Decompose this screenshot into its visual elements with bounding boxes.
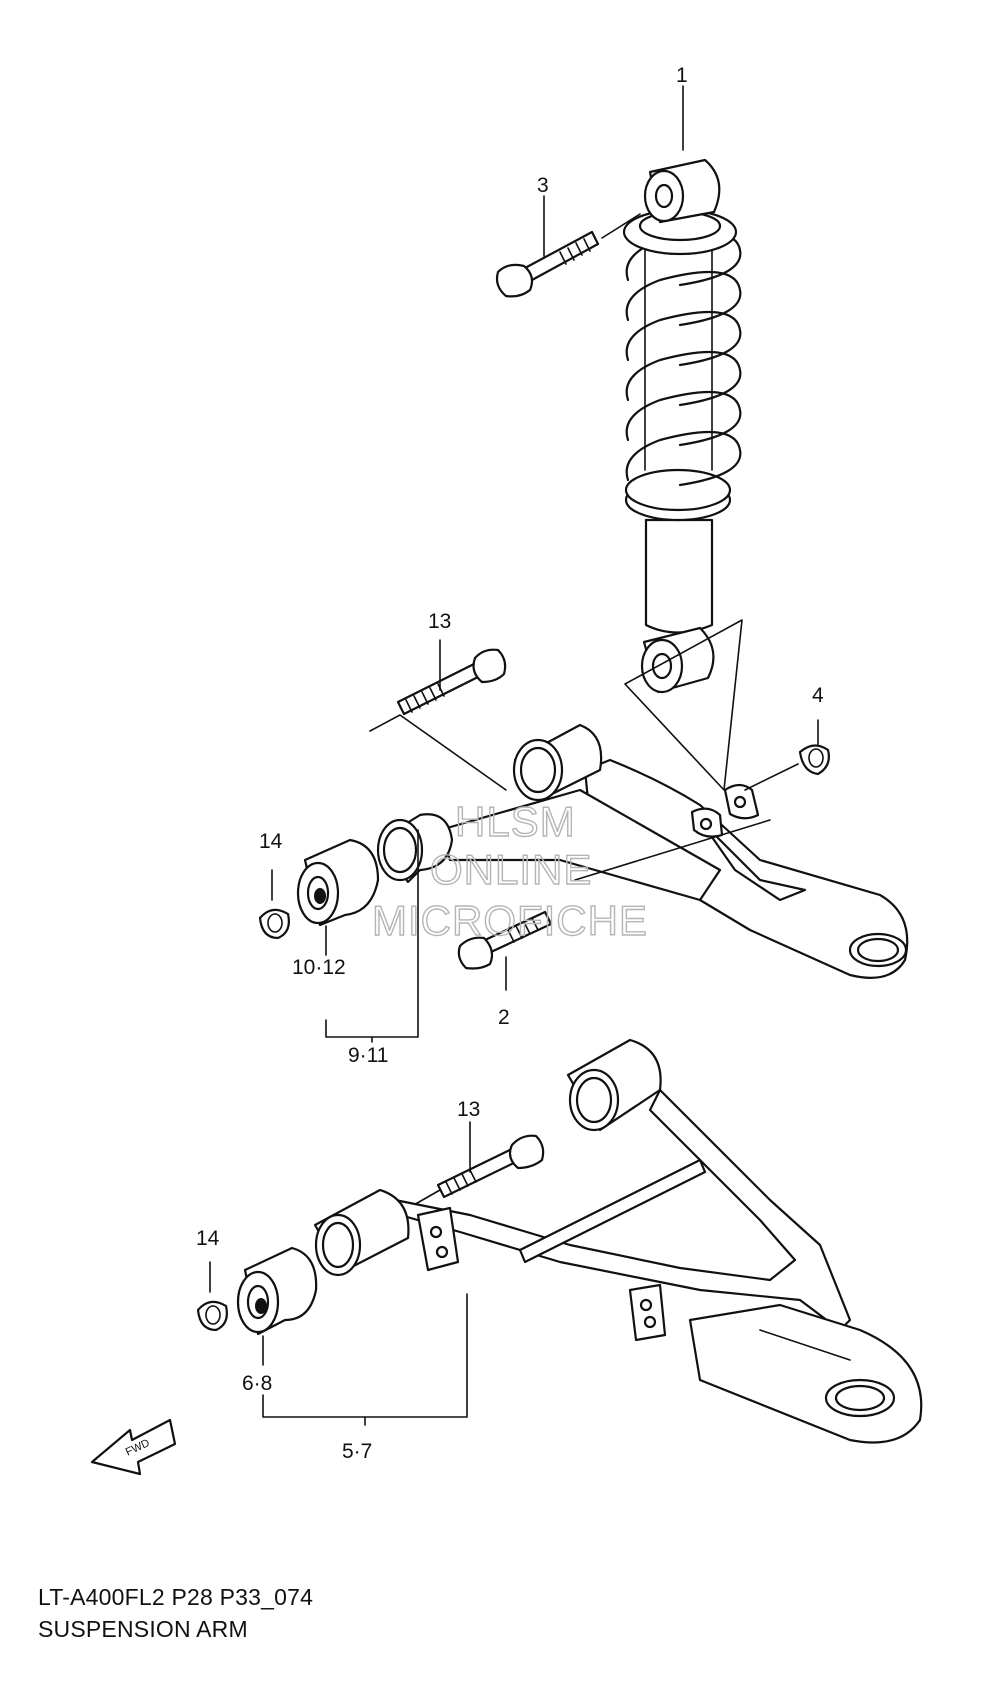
coil-spring	[625, 231, 742, 487]
watermark-line-2: ONLINE	[430, 846, 592, 893]
watermark-line-3: MICROFICHE	[372, 897, 648, 944]
callout-14-upper: 14	[259, 830, 283, 853]
callout-6-8: 6·8	[242, 1372, 272, 1395]
diagram-code: LT-A400FL2 P28 P33_074	[38, 1584, 314, 1610]
upper-a-arm	[376, 723, 909, 979]
bolt-part-13-upper	[396, 648, 507, 716]
bolt-part-13-lower	[436, 1121, 545, 1199]
nut-part-14-lower	[196, 1261, 228, 1332]
bushing-part-10-12	[296, 838, 380, 927]
bushing-part-6-8	[236, 1246, 318, 1336]
callout-labels: 1 3 13 4 14 10·12 2 9·11 13 14 6·8 5·7	[196, 64, 824, 1463]
bolt-part-2	[457, 910, 553, 970]
diagram-title: SUSPENSION ARM	[38, 1616, 248, 1642]
reference-line-bolt13	[369, 714, 507, 791]
callout-4: 4	[812, 684, 824, 707]
callout-2: 2	[498, 1006, 510, 1029]
bolt-part-3	[495, 213, 641, 298]
callout-13-upper: 13	[428, 610, 451, 633]
lower-a-arm	[313, 1038, 923, 1444]
watermark: HLSM ONLINE MICROFICHE	[371, 797, 648, 944]
callout-1: 1	[676, 64, 688, 87]
callout-9-11: 9·11	[348, 1044, 388, 1067]
callout-10-12: 10·12	[292, 956, 346, 979]
callout-13-lower: 13	[457, 1098, 480, 1121]
watermark-line-1: HLSM	[455, 798, 576, 845]
nut-part-14-upper	[258, 869, 290, 940]
callout-3: 3	[537, 174, 549, 197]
callout-14-lower: 14	[196, 1227, 220, 1250]
nut-part-4	[744, 719, 830, 791]
fwd-arrow-icon: FWD	[90, 1418, 177, 1476]
shock-absorber	[622, 158, 742, 694]
reference-line-shock	[624, 619, 743, 791]
callout-5-7: 5·7	[342, 1440, 372, 1463]
